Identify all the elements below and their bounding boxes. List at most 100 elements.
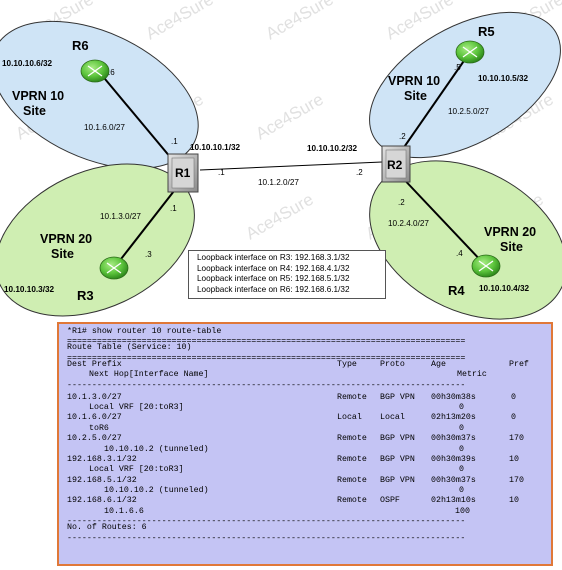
router-r2[interactable]: R2 — [381, 145, 411, 183]
route-metric: 0 — [459, 402, 464, 412]
header-next-hop: Next Hop[Interface Name] — [89, 370, 209, 380]
router-r6[interactable] — [80, 59, 110, 83]
table-row-sub: 10.10.10.2 (tunneled) 0 — [59, 486, 551, 496]
route-proto: BGP VPN — [380, 454, 415, 464]
route-proto: BGP VPN — [380, 475, 415, 485]
table-row-sub: 10.10.10.2 (tunneled) 0 — [59, 445, 551, 455]
console-command: *R1# show router 10 route-table — [67, 327, 222, 336]
header-row-2: Next Hop[Interface Name] Metric — [59, 370, 551, 380]
address-r5: 10.10.10.5/32 — [478, 74, 529, 83]
route-prefix: 10.1.3.0/27 — [67, 392, 122, 402]
address-r6: 10.10.10.6/32 — [2, 59, 53, 68]
router-r3[interactable] — [99, 256, 129, 280]
interface-id-r1-r3: .1 — [170, 204, 177, 213]
route-pref: 170 — [509, 475, 524, 485]
route-prefix: 10.1.6.0/27 — [67, 413, 122, 423]
table-row: 192.168.6.1/32 Remote OSPF 02h13m10s 10 — [59, 496, 551, 506]
table-row: 10.2.5.0/27 Remote BGP VPN 00h30m37s 170 — [59, 434, 551, 444]
watermark: Ace4Sure — [243, 190, 317, 244]
address-r3: 10.10.10.3/32 — [4, 285, 55, 294]
route-type: Remote — [337, 454, 367, 464]
site-sub: Site — [404, 89, 427, 103]
route-prefix: 10.2.5.0/27 — [67, 434, 122, 444]
loopback-legend: Loopback interface on R3: 192.168.3.1/32… — [188, 250, 386, 299]
header-type: Type — [337, 359, 357, 369]
route-age: 00h30m39s — [431, 454, 476, 464]
console-title: Route Table (Service: 10) — [67, 343, 192, 353]
route-pref: 10 — [509, 454, 519, 464]
table-row: 10.1.6.0/27 Local Local 02h13m20s 0 — [59, 413, 551, 423]
route-pref: 0 — [511, 413, 516, 423]
site-ellipse-vprn10-right — [369, 11, 561, 159]
route-nexthop: toR6 — [89, 423, 109, 433]
table-row-sub: Local VRF [20:toR3] 0 — [59, 465, 551, 475]
link-r2-r5 — [399, 54, 469, 154]
header-proto: Proto — [380, 359, 405, 369]
route-type: Remote — [337, 475, 367, 485]
loopback-line: Loopback interface on R4: 192.168.4.1/32 — [197, 263, 350, 273]
separator-double: ========================================… — [67, 337, 466, 344]
link-r1-r2 — [199, 161, 383, 171]
site-name: VPRN 20 — [40, 232, 92, 246]
router-label-r3: R3 — [77, 288, 94, 303]
interface-id-r2-r1: .2 — [356, 168, 363, 177]
link-r2-r4 — [396, 171, 486, 266]
route-metric: 0 — [459, 486, 464, 496]
router-label-r2: R2 — [387, 158, 403, 172]
interface-id-r3: .3 — [145, 250, 152, 259]
watermark: Ace4Sure — [253, 90, 327, 144]
site-name: VPRN 20 — [484, 225, 536, 239]
address-r2: 10.10.10.2/32 — [307, 144, 358, 153]
table-row: 192.168.3.1/32 Remote BGP VPN 00h30m39s … — [59, 455, 551, 465]
route-prefix: 192.168.6.1/32 — [67, 496, 137, 506]
route-count: No. of Routes: 6 — [67, 523, 147, 533]
loopback-line: Loopback interface on R3: 192.168.3.1/32 — [197, 253, 350, 262]
site-sub: Site — [500, 240, 523, 254]
site-ellipse-vprn10-left — [0, 20, 199, 170]
interface-id-r4: .4 — [456, 249, 463, 258]
route-proto: BGP VPN — [380, 434, 415, 444]
watermark: Ace4Sure — [143, 0, 217, 43]
interface-id-r5: .5 — [454, 63, 461, 72]
route-age: 00h30m38s — [431, 392, 476, 402]
route-nexthop: 10.10.10.2 (tunneled) — [104, 444, 209, 454]
route-type: Local — [337, 413, 362, 423]
separator-single: ----------------------------------------… — [67, 380, 466, 387]
route-type: Remote — [337, 392, 367, 402]
interface-id-r2-r5: .2 — [399, 132, 406, 141]
site-sub: Site — [51, 247, 74, 261]
link-subnet-r1-r2: 10.1.2.0/27 — [258, 178, 299, 187]
route-type: Remote — [337, 496, 367, 506]
site-sub: Site — [23, 104, 46, 118]
route-proto: OSPF — [380, 496, 400, 506]
router-r5[interactable] — [455, 40, 485, 64]
route-pref: 10 — [509, 496, 519, 506]
interface-id-r2-r4: .2 — [398, 198, 405, 207]
route-pref: 0 — [511, 392, 516, 402]
interface-id-r1-r6: .1 — [171, 137, 178, 146]
route-metric: 0 — [459, 423, 464, 433]
router-label-r1: R1 — [175, 166, 191, 180]
route-proto: BGP VPN — [380, 392, 415, 402]
separator-single: ----------------------------------------… — [67, 533, 466, 540]
router-r4[interactable] — [471, 254, 501, 278]
route-metric: 0 — [459, 444, 464, 454]
link-r1-r3 — [113, 181, 182, 269]
route-nexthop: Local VRF [20:toR3] — [89, 465, 184, 475]
router-r1[interactable]: R1 — [167, 153, 199, 193]
link-subnet-r1-r6: 10.1.6.0/27 — [84, 123, 125, 132]
router-label-r4: R4 — [448, 283, 465, 298]
network-diagram: Ace4Sure Ace4Sure Ace4Sure Ace4Sure Ace4… — [0, 0, 562, 320]
site-ellipse-vprn20-left — [0, 163, 195, 317]
table-row-sub: Local VRF [20:toR3] 0 — [59, 403, 551, 413]
header-age: Age — [431, 359, 446, 369]
route-nexthop: Local VRF [20:toR3] — [89, 402, 184, 412]
link-subnet-r2-r5: 10.2.5.0/27 — [448, 107, 489, 116]
route-metric: 0 — [459, 465, 464, 475]
watermark: Ace4Sure — [263, 0, 337, 43]
header-dest-prefix: Dest Prefix — [67, 359, 122, 369]
interface-id-r1-r2: .1 — [218, 168, 225, 177]
footer-row: No. of Routes: 6 — [59, 523, 551, 533]
route-pref: 170 — [509, 434, 524, 444]
route-age: 00h30m37s — [431, 434, 476, 444]
